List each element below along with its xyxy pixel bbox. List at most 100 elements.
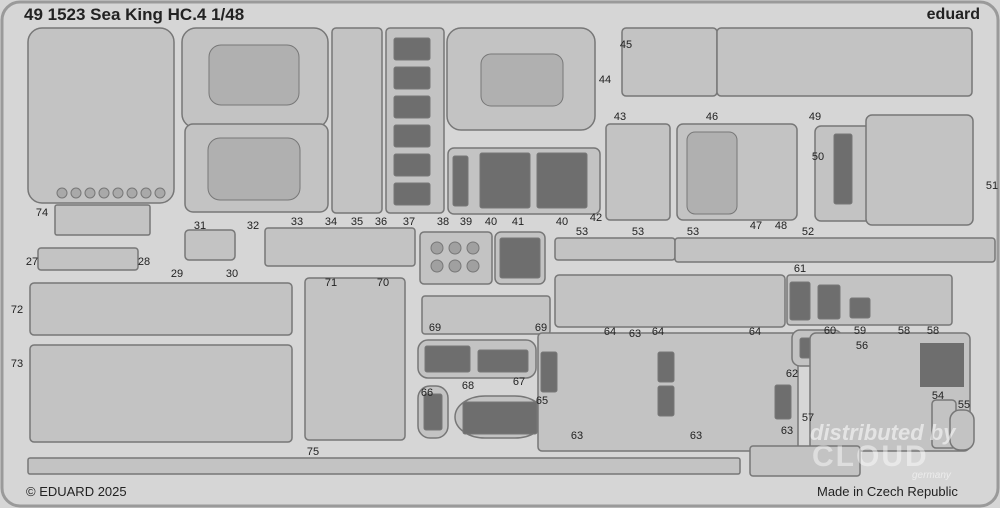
part-number-label: 33 <box>290 216 304 228</box>
mesh-panel <box>393 66 431 90</box>
part-number-label: 49 <box>808 111 822 123</box>
round-disc <box>430 259 444 273</box>
part-number-label: 72 <box>10 304 24 316</box>
part-number-label: 34 <box>324 216 338 228</box>
rivet-hole <box>140 187 152 199</box>
part-55 <box>949 409 975 451</box>
window-opening <box>686 131 738 215</box>
part-number-label: 31 <box>193 220 207 232</box>
part-number-label: 54 <box>931 390 945 402</box>
part-45 <box>621 27 718 97</box>
window-opening <box>208 44 300 106</box>
part-number-label: 61 <box>793 263 807 275</box>
made-in-label: Made in Czech Republic <box>817 484 958 499</box>
part-number-label: 74 <box>35 207 49 219</box>
mesh-panel <box>424 345 471 373</box>
part-29-31 <box>184 229 236 261</box>
part-64-row <box>554 274 786 328</box>
mesh-panel <box>499 237 541 279</box>
part-38 <box>419 231 493 285</box>
part-number-label: 41 <box>511 216 525 228</box>
window-opening <box>480 53 564 107</box>
part-number-label: 48 <box>774 220 788 232</box>
grille <box>920 343 964 387</box>
part-number-label: 68 <box>461 380 475 392</box>
part-number-label: 38 <box>436 216 450 228</box>
part-number-label: 65 <box>535 395 549 407</box>
mesh-panel <box>393 95 431 119</box>
mesh-panel <box>817 284 841 320</box>
window-opening <box>207 137 301 201</box>
part-number-label: 56 <box>855 340 869 352</box>
part-number-label: 43 <box>613 111 627 123</box>
part-number-label: 37 <box>402 216 416 228</box>
part-number-label: 64 <box>748 326 762 338</box>
part-33-37-row <box>264 227 416 267</box>
round-disc <box>466 241 480 255</box>
copyright: © EDUARD 2025 <box>26 484 127 499</box>
part-number-label: 40 <box>555 216 569 228</box>
mesh-panel <box>540 351 558 393</box>
part-70-71 <box>304 277 406 441</box>
part-45-strip <box>716 27 973 97</box>
part-number-label: 53 <box>575 226 589 238</box>
round-disc <box>430 241 444 255</box>
part-number-label: 64 <box>603 326 617 338</box>
part-number-label: 63 <box>689 430 703 442</box>
part-number-label: 70 <box>376 277 390 289</box>
part-number-label: 46 <box>705 111 719 123</box>
part-number-label: 39 <box>459 216 473 228</box>
part-57-base <box>749 445 861 477</box>
part-73 <box>29 344 293 443</box>
part-35-frame <box>331 27 383 214</box>
mesh-panel <box>536 152 588 209</box>
round-disc <box>466 259 480 273</box>
mesh-panel <box>393 153 431 177</box>
part-number-label: 62 <box>785 368 799 380</box>
part-number-label: 71 <box>324 277 338 289</box>
part-number-label: 58 <box>926 325 940 337</box>
rivet-hole <box>98 187 110 199</box>
part-number-label: 63 <box>780 425 794 437</box>
part-number-label: 64 <box>651 326 665 338</box>
part-number-label: 40 <box>484 216 498 228</box>
rivet-hole <box>70 187 82 199</box>
mesh-panel <box>477 349 529 373</box>
part-number-label: 75 <box>306 446 320 458</box>
mesh-panel <box>774 384 792 420</box>
watermark-cloud: CLOUD <box>812 440 929 473</box>
part-51 <box>865 114 974 226</box>
mesh-panel <box>462 401 538 435</box>
part-74-tab <box>54 204 151 236</box>
watermark-germany: germany <box>912 470 951 481</box>
part-number-label: 69 <box>428 322 442 334</box>
part-69 <box>421 295 551 335</box>
part-number-label: 67 <box>512 376 526 388</box>
part-number-label: 27 <box>25 256 39 268</box>
part-number-label: 53 <box>686 226 700 238</box>
watermark-distributed: distributed by <box>810 420 956 445</box>
mesh-panel <box>657 351 675 383</box>
mesh-panel <box>393 37 431 61</box>
rivet-hole <box>56 187 68 199</box>
brand-logo: eduard <box>926 6 980 23</box>
mesh-panel <box>452 155 469 207</box>
mesh-panel <box>789 281 811 321</box>
part-number-label: 47 <box>749 220 763 232</box>
part-number-label: 51 <box>985 180 999 192</box>
part-75-rail <box>27 457 741 475</box>
part-74-panel <box>27 27 175 204</box>
part-number-label: 55 <box>957 399 971 411</box>
round-disc <box>448 241 462 255</box>
mesh-panel <box>393 124 431 148</box>
part-number-label: 69 <box>534 322 548 334</box>
mesh-panel <box>479 152 531 209</box>
part-number-label: 63 <box>628 328 642 340</box>
part-number-label: 53 <box>631 226 645 238</box>
rivet-hole <box>154 187 166 199</box>
part-number-label: 73 <box>10 358 24 370</box>
product-title: 49 1523 Sea King HC.4 1/48 <box>24 5 245 24</box>
part-number-label: 45 <box>619 39 633 51</box>
part-number-label: 60 <box>823 325 837 337</box>
